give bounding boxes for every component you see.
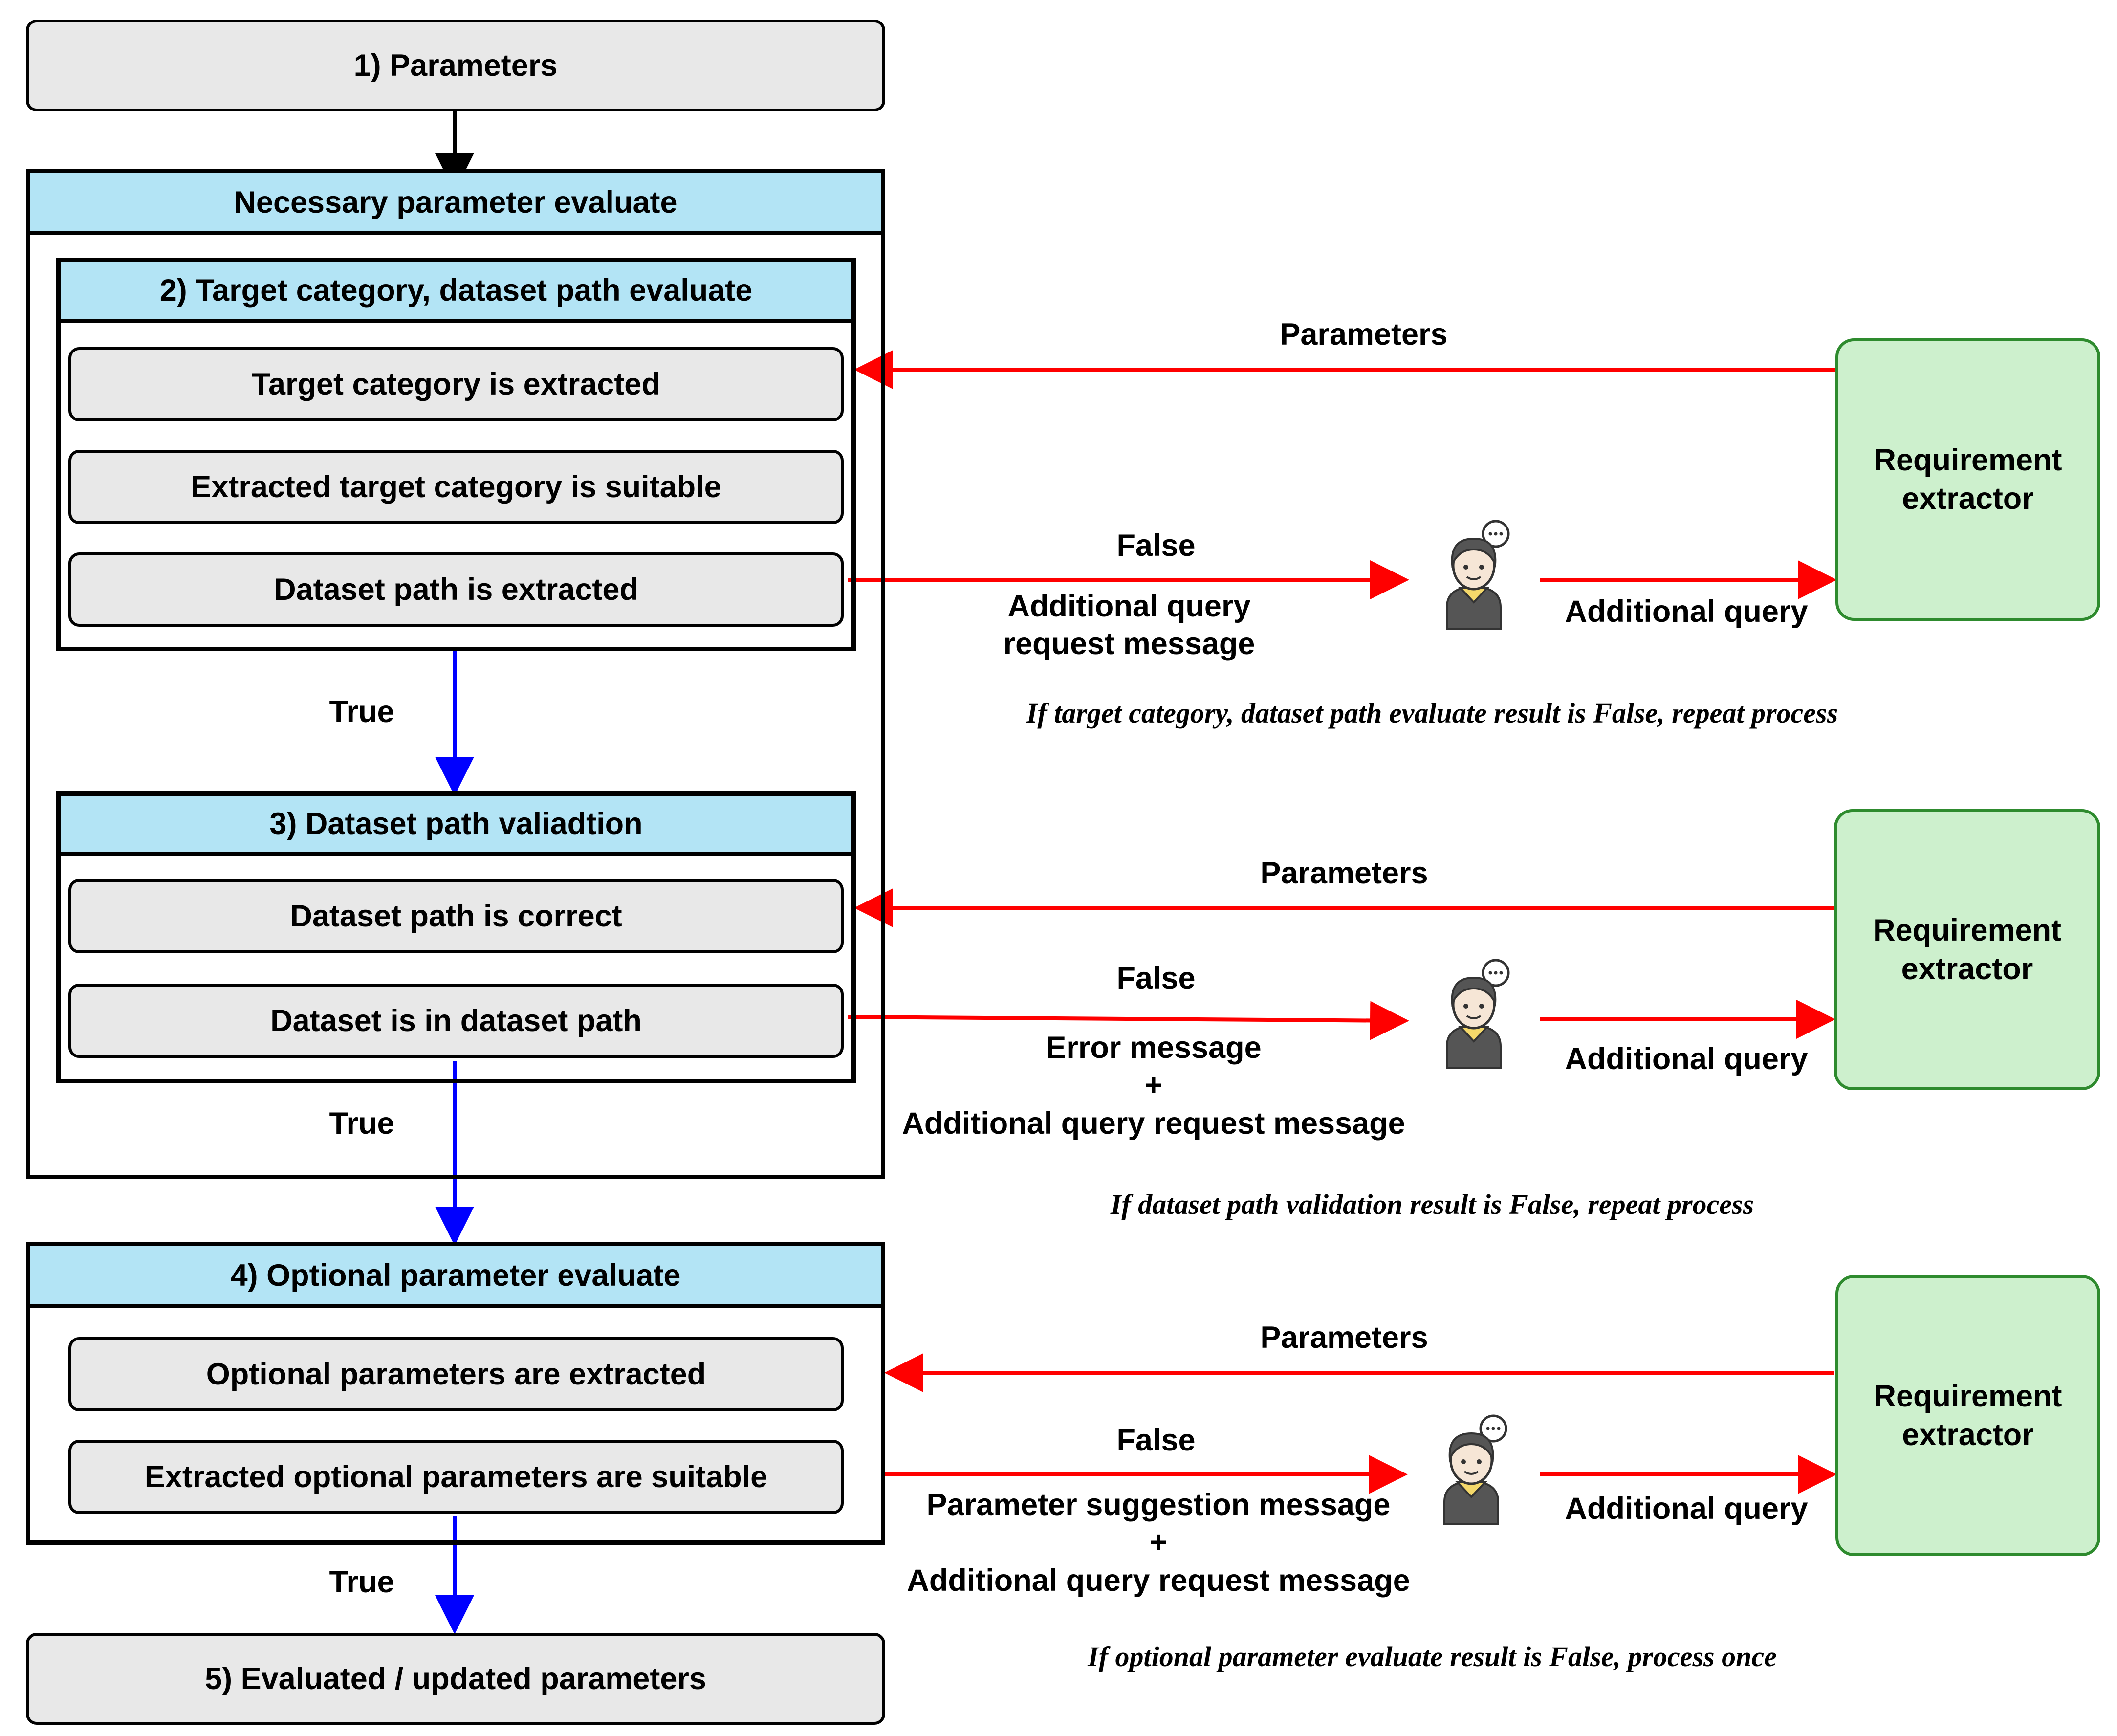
optional-item: Optional parameters are extracted	[68, 1337, 844, 1411]
target-frame	[56, 258, 856, 651]
false-label: False	[1116, 961, 1196, 995]
requirement-extractor: Requirement extractor	[1835, 1275, 2100, 1556]
query-request-message: Additional query request message	[1003, 589, 1255, 661]
suggestion-message: Parameter suggestion message + Additiona…	[907, 1488, 1410, 1598]
target-header: 2) Target category, dataset path evaluat…	[61, 262, 851, 323]
arrow-false-2	[848, 1001, 1409, 1040]
loop-note: If target category, dataset path evaluat…	[1026, 697, 1838, 729]
parameters-box: 1) Parameters	[26, 20, 885, 111]
result-box: 5) Evaluated / updated parameters	[26, 1633, 885, 1725]
parameters-label: Parameters	[1280, 317, 1448, 352]
validation-frame	[56, 791, 856, 1083]
false-label: False	[1116, 1423, 1196, 1457]
error-message: Error message + Additional query request…	[902, 1031, 1405, 1141]
parameters-label: Parameters	[1260, 856, 1428, 890]
loop-note: If optional parameter evaluate result is…	[1088, 1641, 1777, 1672]
loop-note: If dataset path validation result is Fal…	[1110, 1188, 1754, 1220]
target-item: Target category is extracted	[68, 347, 844, 421]
user-with-chat-bubble-icon	[1443, 1414, 1507, 1525]
requirement-extractor: Requirement extractor	[1835, 338, 2100, 621]
true-label: True	[329, 695, 394, 729]
user-with-chat-bubble-icon	[1446, 959, 1510, 1069]
requirement-extractor: Requirement extractor	[1834, 809, 2100, 1090]
additional-query-label: Additional query	[1565, 594, 1808, 629]
validation-header: 3) Dataset path valiadtion	[61, 796, 851, 856]
additional-query-label: Additional query	[1565, 1042, 1808, 1076]
user-with-chat-bubble-icon	[1446, 520, 1510, 630]
target-item: Extracted target category is suitable	[68, 450, 844, 524]
necessary-header: Necessary parameter evaluate	[30, 173, 881, 235]
necessary-frame	[26, 169, 885, 1179]
optional-item: Extracted optional parameters are suitab…	[68, 1440, 844, 1514]
parameters-label: Parameters	[1260, 1320, 1428, 1355]
true-label: True	[329, 1565, 394, 1599]
optional-frame	[26, 1242, 885, 1545]
true-label: True	[329, 1106, 394, 1141]
optional-header: 4) Optional parameter evaluate	[30, 1246, 881, 1308]
validation-item: Dataset is in dataset path	[68, 984, 844, 1058]
false-label: False	[1116, 528, 1196, 563]
additional-query-label: Additional query	[1565, 1492, 1808, 1526]
validation-item: Dataset path is correct	[68, 879, 844, 953]
target-item: Dataset path is extracted	[68, 552, 844, 627]
